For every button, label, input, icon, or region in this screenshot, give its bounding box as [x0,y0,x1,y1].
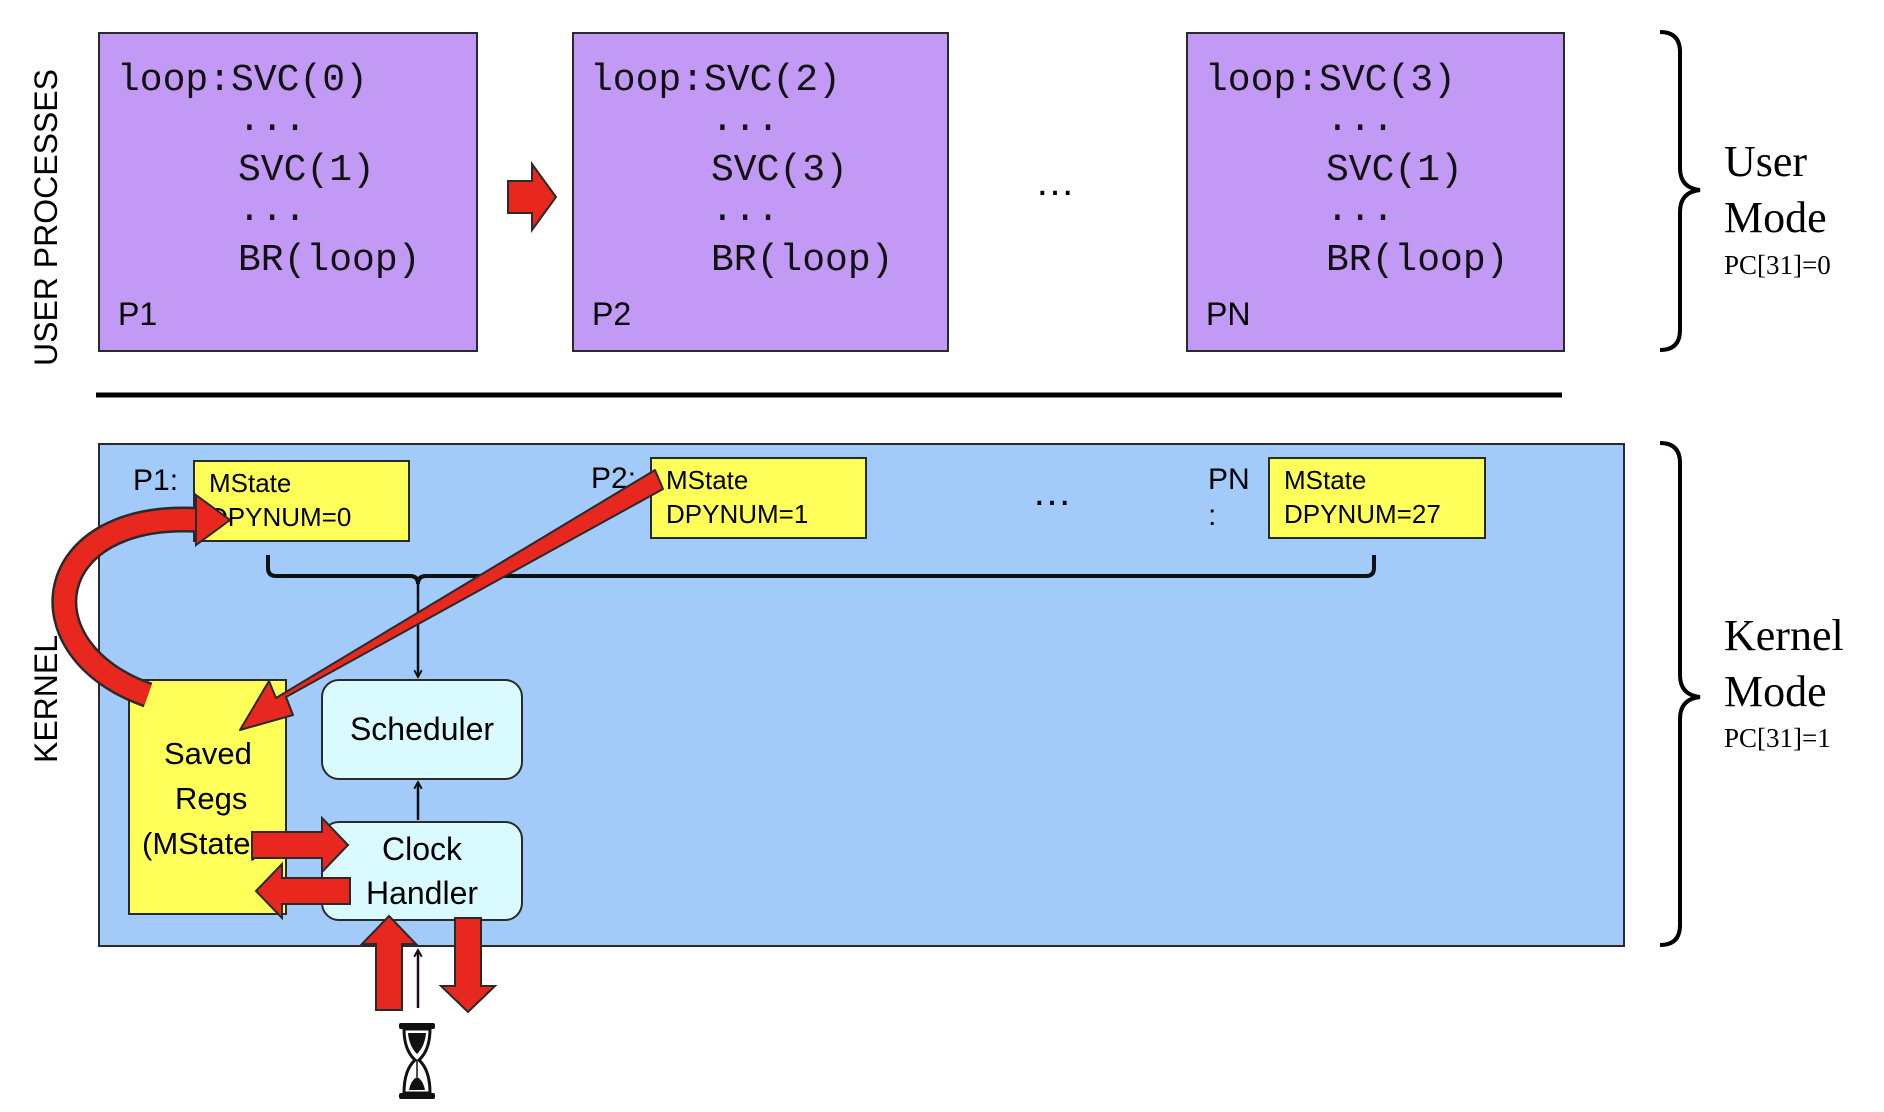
code-line: loop:SVC(2) [590,59,841,102]
clock-handler-box: Clock Handler [321,821,523,921]
process-id-label: P2 [592,296,632,332]
code-line: BR(loop) [711,239,894,282]
saved-regs-line: (MState) [142,826,261,861]
code-line: ... [711,189,780,232]
mstate-process-label: PN : [1208,463,1250,532]
code-line: loop:SVC(0) [117,59,368,102]
code-line: ... [1326,99,1395,142]
restore-curved-arrow-fill [53,509,201,705]
code-line: SVC(1) [1326,149,1463,192]
code-line: ... [238,189,307,232]
process-id-label: PN [1206,296,1251,332]
code-line: loop:SVC(3) [1205,59,1456,102]
clock-to-save-arrow [254,861,351,921]
mstate-box-p1: MState DPYNUM=0 [193,460,410,542]
mstate-box-pn: MState DPYNUM=27 [1268,457,1486,539]
mstate-process-label: P1: [133,464,179,497]
process-box-p1: loop:SVC(0) ... SVC(1) ... BR(loop) P1 [98,32,478,352]
code-line: ... [1326,189,1395,232]
kernel-mode-brace [1659,441,1701,947]
user-mode-brace [1659,30,1701,352]
code-line: SVC(3) [711,149,848,192]
mstate-ellipsis: … [1032,470,1072,514]
mstate-box-p2: MState DPYNUM=1 [650,457,867,539]
restore-curved-arrow-head [195,493,232,547]
process-box-p2: loop:SVC(2) ... SVC(3) ... BR(loop) P2 [572,32,949,352]
user-mode-pc: PC[31]=0 [1724,250,1831,280]
process-box-pn: loop:SVC(3) ... SVC(1) ... BR(loop) PN [1186,32,1565,352]
kernel-mode-title: Kernel Mode [1724,611,1844,716]
code-line: ... [711,99,780,142]
process-ellipsis: … [1035,160,1075,204]
process-switch-arrow [507,160,558,234]
saved-regs-line: Saved [164,736,252,771]
hourglass-icon [399,1023,435,1099]
save-to-clock-arrow [251,815,350,875]
mstate-bracket [266,555,1376,585]
code-line: BR(loop) [1326,239,1509,282]
interrupt-up-arrow [359,914,419,1011]
scheduler-box: Scheduler [321,679,523,780]
code-line: BR(loop) [238,239,421,282]
code-line: SVC(1) [238,149,375,192]
user-mode-title: User Mode [1724,137,1827,242]
process-id-label: P1 [118,296,158,332]
interrupt-down-arrow [438,917,498,1014]
code-line: ... [238,99,307,142]
saved-regs-line: Regs [175,781,248,816]
kernel-mode-pc: PC[31]=1 [1724,723,1831,753]
save-diagonal-arrow [239,469,664,731]
